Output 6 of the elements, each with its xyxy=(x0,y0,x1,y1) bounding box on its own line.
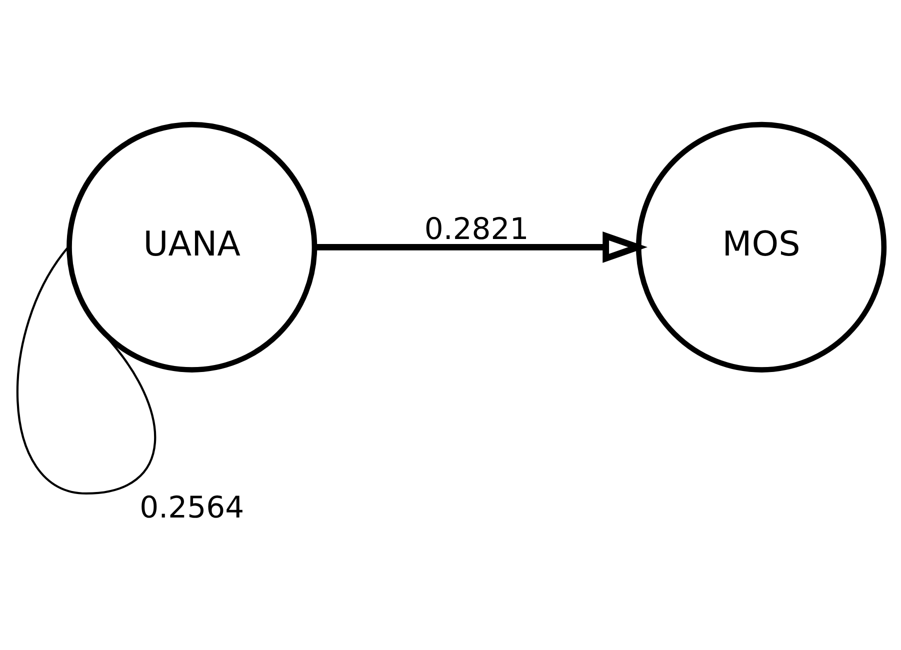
arrow xyxy=(314,231,648,263)
node-circle: UANA xyxy=(66,122,318,372)
edge-label: 0.2821 xyxy=(424,212,529,248)
node-circle: MOS xyxy=(636,122,887,372)
edge-label: 0.2564 xyxy=(140,490,244,526)
connector xyxy=(16,246,156,495)
